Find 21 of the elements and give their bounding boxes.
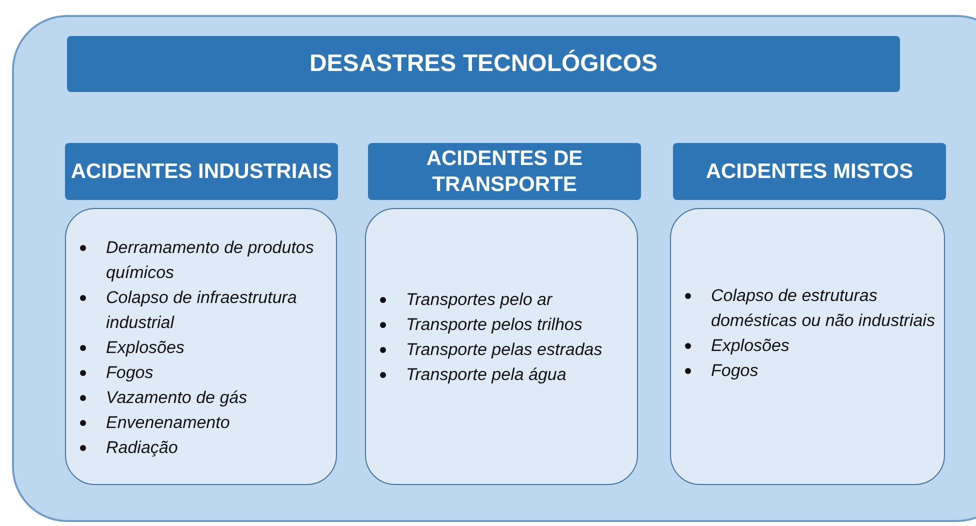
bullet-item: Derramamento de produtos químicos — [76, 235, 328, 285]
bullet-item: Radiação — [76, 435, 328, 460]
title-bar: DESASTRES TECNOLÓGICOS — [67, 36, 900, 92]
bullet-item: Fogos — [76, 360, 328, 385]
bullet-item: Transporte pela água — [376, 362, 629, 387]
bullet-item: Transporte pelos trilhos — [376, 312, 629, 337]
list-box — [65, 208, 337, 485]
category-header: ACIDENTES DE TRANSPORTE — [368, 143, 641, 200]
bullet-item: Transporte pelas estradas — [376, 337, 629, 362]
category-header: ACIDENTES INDUSTRIAIS — [65, 143, 338, 200]
bullet-item: Vazamento de gás — [76, 385, 328, 410]
bullet-item: Explosões — [681, 333, 936, 358]
bullet-item: Fogos — [681, 358, 936, 383]
list-box — [670, 208, 945, 485]
bullet-item: Colapso de estruturas domésticas ou não industriais — [681, 283, 936, 333]
bullet-item: Envenenamento — [76, 410, 328, 435]
bullet-item: Transportes pelo ar — [376, 287, 629, 312]
list-box — [365, 208, 638, 485]
bullet-item: Explosões — [76, 335, 328, 360]
category-header: ACIDENTES MISTOS — [673, 143, 946, 200]
bullet-item: Colapso de infraestrutura industrial — [76, 285, 328, 335]
